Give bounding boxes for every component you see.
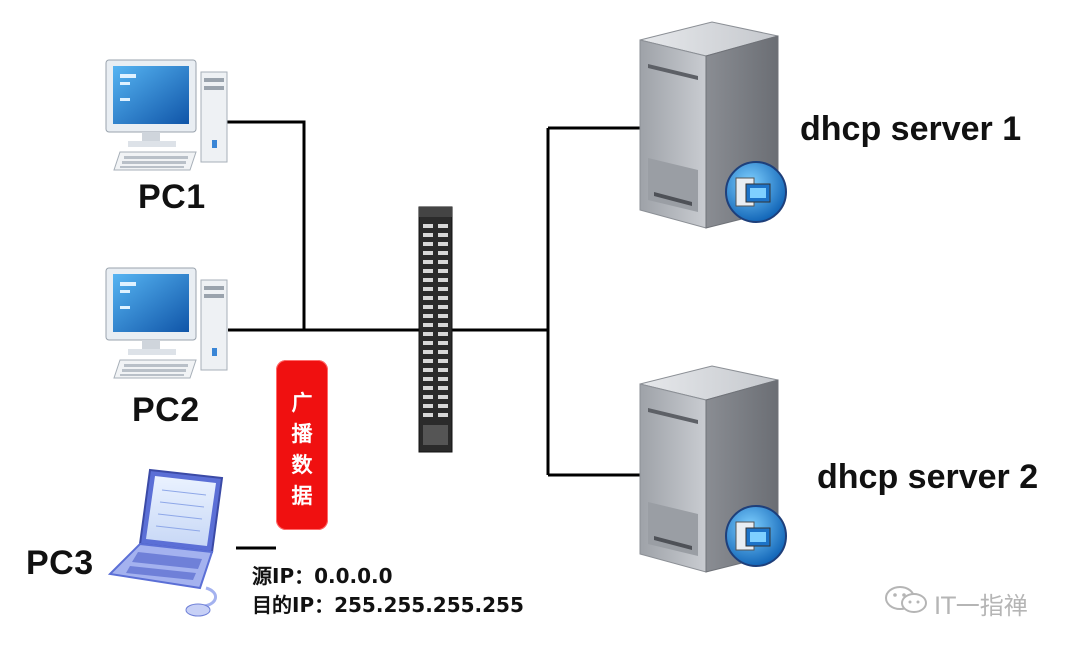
server1-label: dhcp server 1 [800, 110, 1022, 148]
switch-icon [418, 206, 453, 453]
connection-lines [227, 120, 640, 550]
pc1-link [227, 120, 306, 330]
broadcast-char: 数 [291, 453, 313, 477]
watermark-text: IT一指禅 [934, 592, 1028, 620]
wechat-icon [885, 586, 927, 613]
watermark: IT一指禅 [884, 584, 1054, 620]
server2-label: dhcp server 2 [817, 458, 1039, 496]
broadcast-char: 播 [291, 422, 313, 446]
source-ip-text: 源IP：0.0.0.0 [252, 564, 393, 588]
pc1-label: PC1 [138, 178, 206, 216]
pc2-label: PC2 [132, 391, 200, 429]
server-icon [639, 365, 787, 573]
pc3-label: PC3 [26, 544, 94, 582]
broadcast-data-tag: 广 播 数 据 [276, 360, 328, 530]
server-icon [639, 21, 787, 229]
desktop-pc-icon [105, 267, 228, 379]
laptop-icon [107, 468, 224, 617]
dest-ip-text: 目的IP：255.255.255.255 [252, 593, 524, 617]
desktop-pc-icon [105, 59, 228, 171]
broadcast-char: 广 [291, 391, 313, 415]
broadcast-char: 据 [291, 484, 313, 508]
broadcast-data-text: 广 播 数 据 [276, 388, 328, 512]
